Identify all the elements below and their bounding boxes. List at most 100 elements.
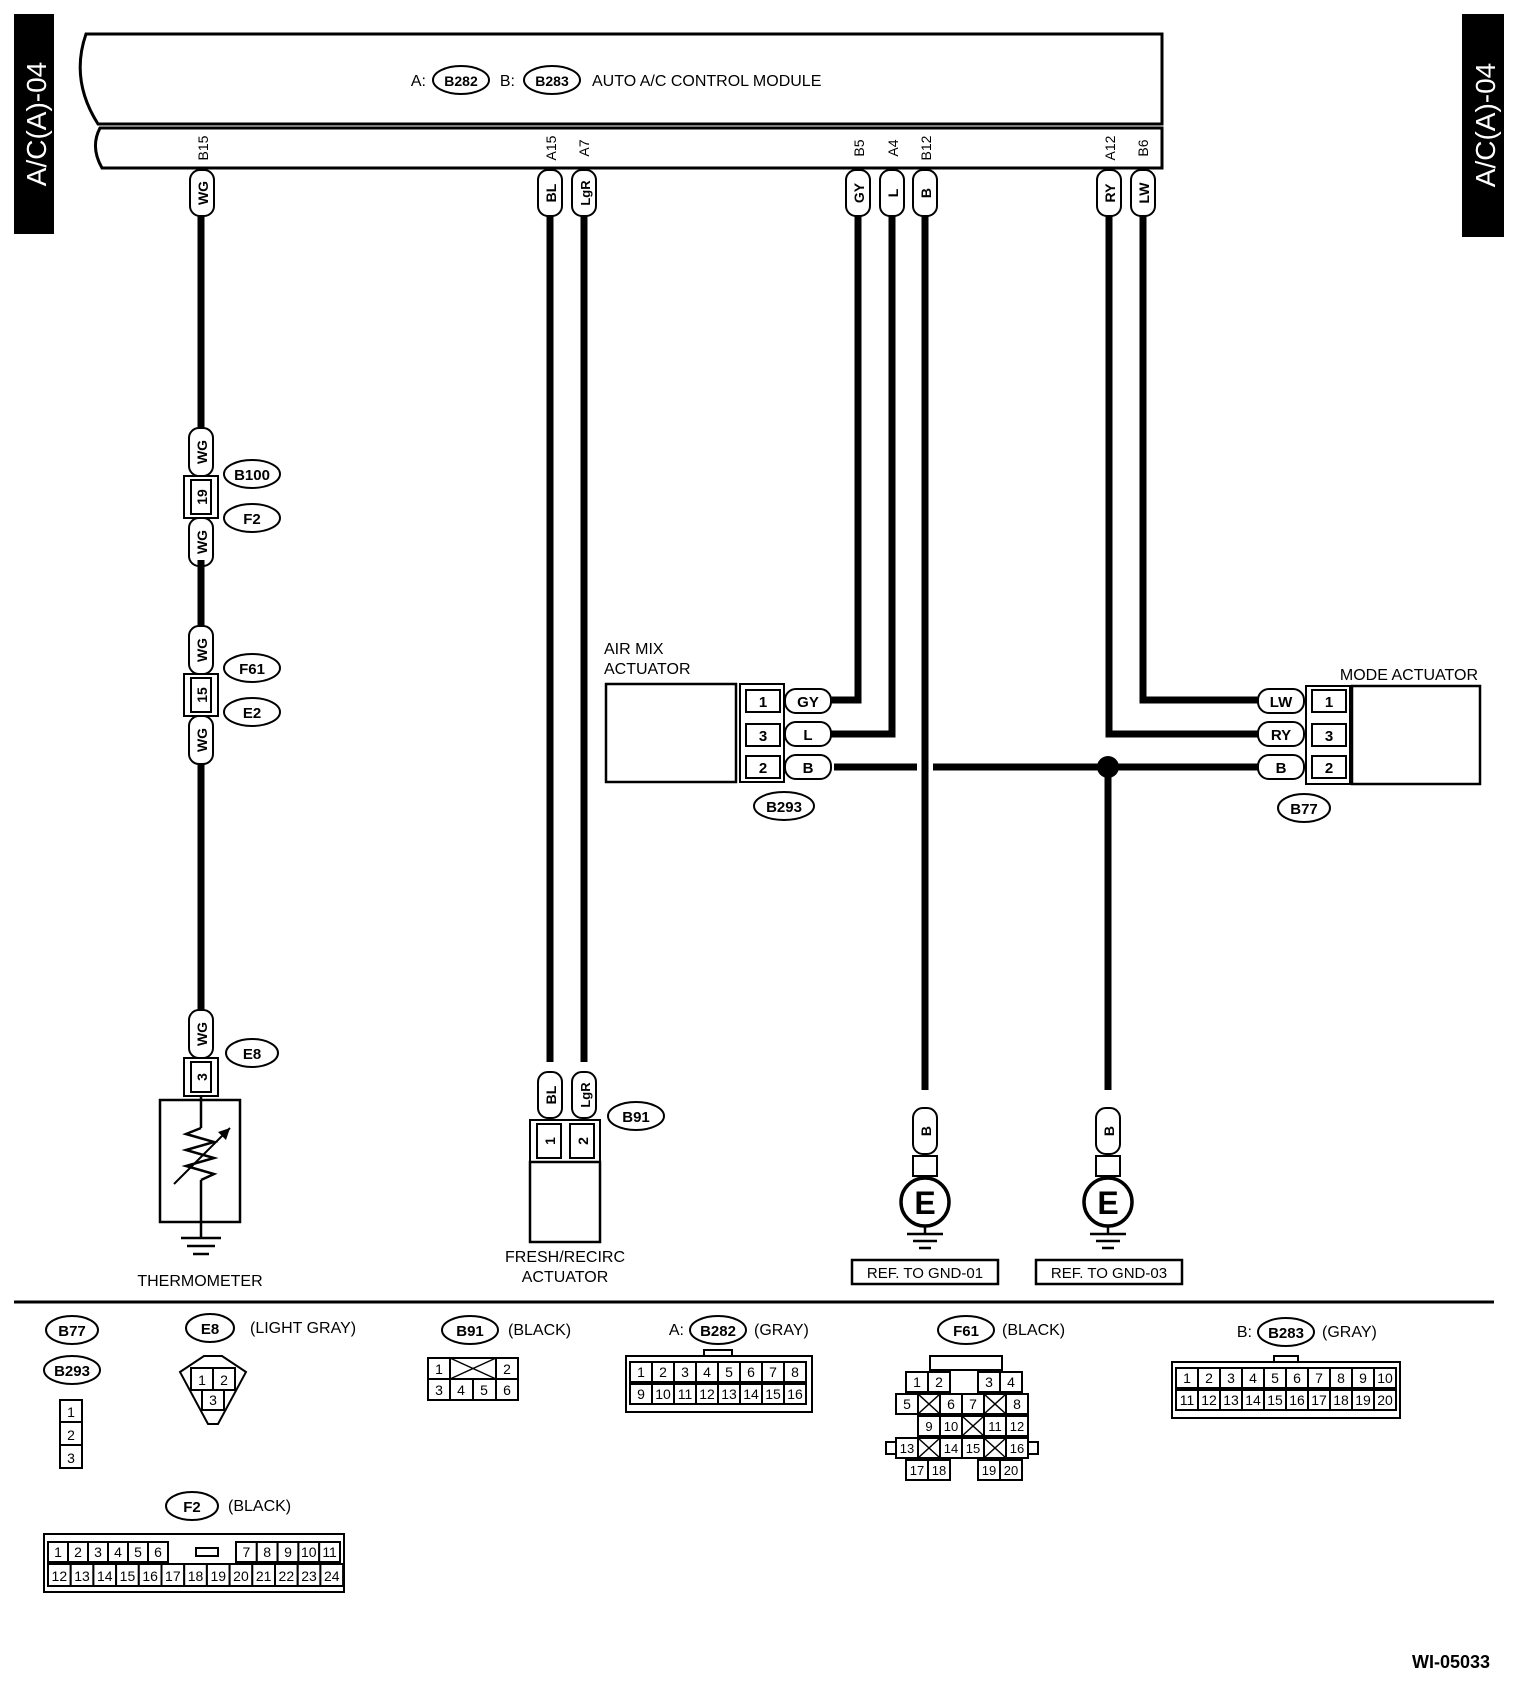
svg-text:E: E bbox=[914, 1185, 935, 1221]
svg-text:LgR: LgR bbox=[578, 180, 593, 206]
pin-number: 13 bbox=[900, 1441, 914, 1456]
svg-text:B77: B77 bbox=[58, 1323, 86, 1340]
pin-a4: A4 bbox=[885, 139, 901, 156]
pin-number: 4 bbox=[1249, 1370, 1257, 1386]
svg-text:WG: WG bbox=[195, 181, 211, 205]
svg-text:1: 1 bbox=[435, 1361, 443, 1377]
svg-text:B:: B: bbox=[1237, 1324, 1252, 1341]
svg-text:B293: B293 bbox=[766, 799, 802, 816]
svg-text:WG: WG bbox=[194, 638, 210, 662]
svg-text:1: 1 bbox=[1325, 694, 1333, 711]
pin-number: 17 bbox=[1311, 1392, 1327, 1408]
svg-text:B: B bbox=[918, 188, 934, 198]
svg-text:A:: A: bbox=[669, 1322, 684, 1339]
tag-lgr-bottom: LgR bbox=[571, 1071, 597, 1119]
pin-number: 6 bbox=[747, 1364, 755, 1380]
module-a-prefix: A: bbox=[411, 73, 426, 90]
svg-text:B: B bbox=[918, 1126, 934, 1136]
pin-number: 6 bbox=[154, 1544, 162, 1560]
pin-3: 3 bbox=[194, 1073, 210, 1081]
pin-a12: A12 bbox=[1102, 135, 1118, 160]
mode-label: MODE ACTUATOR bbox=[1340, 667, 1478, 684]
air-mix-b: B bbox=[803, 760, 814, 777]
svg-text:B293: B293 bbox=[54, 1363, 90, 1380]
module-a-code: B282 bbox=[444, 73, 478, 89]
pin-b12: B12 bbox=[918, 135, 934, 160]
pin-number: 5 bbox=[725, 1364, 733, 1380]
pin-number: 19 bbox=[982, 1463, 996, 1478]
svg-text:B: B bbox=[1101, 1126, 1117, 1136]
pin-number: 16 bbox=[1289, 1392, 1305, 1408]
svg-text:F61: F61 bbox=[239, 661, 265, 678]
svg-text:(BLACK): (BLACK) bbox=[508, 1322, 571, 1339]
svg-text:LgR: LgR bbox=[578, 1082, 593, 1108]
pin-number: 2 bbox=[1205, 1370, 1213, 1386]
air-mix-actuator: AIR MIX ACTUATOR 1 3 2 GY L B B293 bbox=[604, 641, 832, 821]
svg-text:BL: BL bbox=[543, 1085, 559, 1104]
pin-number: 13 bbox=[1223, 1392, 1239, 1408]
svg-text:LW: LW bbox=[1136, 182, 1152, 204]
wire-ry bbox=[1105, 214, 1258, 738]
mode-ry: RY bbox=[1271, 727, 1291, 744]
svg-text:6: 6 bbox=[503, 1382, 511, 1398]
pin-number: 7 bbox=[243, 1544, 251, 1560]
conn-b77 bbox=[1277, 793, 1331, 823]
pin-number: 20 bbox=[233, 1568, 249, 1584]
svg-text:E8: E8 bbox=[243, 1046, 261, 1063]
pin-number: 5 bbox=[1271, 1370, 1279, 1386]
pin-number: 1 bbox=[637, 1364, 645, 1380]
left-side-tag: A/C(A)-04 bbox=[14, 14, 54, 234]
wires bbox=[197, 214, 1258, 1090]
pin-19: 19 bbox=[194, 489, 210, 505]
splice-junction bbox=[1097, 756, 1119, 778]
pin-number: 7 bbox=[969, 1396, 977, 1412]
svg-text:2: 2 bbox=[759, 760, 767, 777]
wire-gy bbox=[820, 214, 862, 704]
pin-cell bbox=[1373, 1389, 1397, 1411]
pin-number: 6 bbox=[1293, 1370, 1301, 1386]
svg-text:B91: B91 bbox=[622, 1109, 650, 1126]
pin-number: 10 bbox=[655, 1386, 671, 1402]
pin-number: 1 bbox=[1183, 1370, 1191, 1386]
pin-cell bbox=[147, 1541, 169, 1563]
pin-number: 11 bbox=[1180, 1392, 1195, 1408]
module-b-code: B283 bbox=[535, 73, 569, 89]
pin-number: 22 bbox=[279, 1568, 295, 1584]
fresh-label-2: ACTUATOR bbox=[522, 1269, 609, 1286]
pin-cell bbox=[927, 1371, 951, 1393]
control-module: A: B282 B: B283 AUTO A/C CONTROL MODULE bbox=[78, 32, 1164, 170]
svg-text:1: 1 bbox=[759, 694, 767, 711]
pin-number: 12 bbox=[699, 1386, 715, 1402]
pin-number: 11 bbox=[678, 1386, 693, 1402]
pin-number: 8 bbox=[791, 1364, 799, 1380]
ref-gnd-01: REF. TO GND-01 bbox=[867, 1265, 983, 1282]
pin-number: 14 bbox=[944, 1441, 958, 1456]
pin-number: 15 bbox=[966, 1441, 980, 1456]
right-side-tag-text: A/C(A)-04 bbox=[1470, 63, 1501, 187]
wire-lw bbox=[1139, 214, 1258, 704]
pin-number: 2 bbox=[74, 1544, 82, 1560]
pin-number: 7 bbox=[769, 1364, 777, 1380]
thermometer-sensor: THERMOMETER bbox=[137, 1096, 263, 1290]
pin-number: 11 bbox=[988, 1419, 1002, 1434]
pin-number: 20 bbox=[1377, 1392, 1393, 1408]
svg-text:3: 3 bbox=[67, 1450, 75, 1466]
left-side-tag-text: A/C(A)-04 bbox=[21, 62, 52, 186]
pin-number: 15 bbox=[765, 1386, 781, 1402]
fresh-pin-1: 1 bbox=[542, 1137, 558, 1145]
pin-number: 15 bbox=[1267, 1392, 1283, 1408]
svg-text:B100: B100 bbox=[234, 467, 270, 484]
pin-number: 2 bbox=[935, 1374, 943, 1390]
svg-text:(GRAY): (GRAY) bbox=[1322, 1324, 1377, 1341]
pin-number: 12 bbox=[1010, 1419, 1024, 1434]
svg-text:(GRAY): (GRAY) bbox=[754, 1322, 809, 1339]
conn-e2 bbox=[223, 697, 281, 727]
svg-text:B15: B15 bbox=[195, 135, 211, 160]
legend-b77-b293: B77 B293 1 2 3 bbox=[43, 1315, 101, 1469]
svg-text:(LIGHT GRAY): (LIGHT GRAY) bbox=[250, 1320, 356, 1337]
svg-text:WG: WG bbox=[194, 1022, 210, 1046]
svg-text:F2: F2 bbox=[243, 511, 261, 528]
air-mix-l: L bbox=[803, 727, 812, 744]
pin-number: 2 bbox=[659, 1364, 667, 1380]
svg-text:5: 5 bbox=[480, 1382, 488, 1398]
